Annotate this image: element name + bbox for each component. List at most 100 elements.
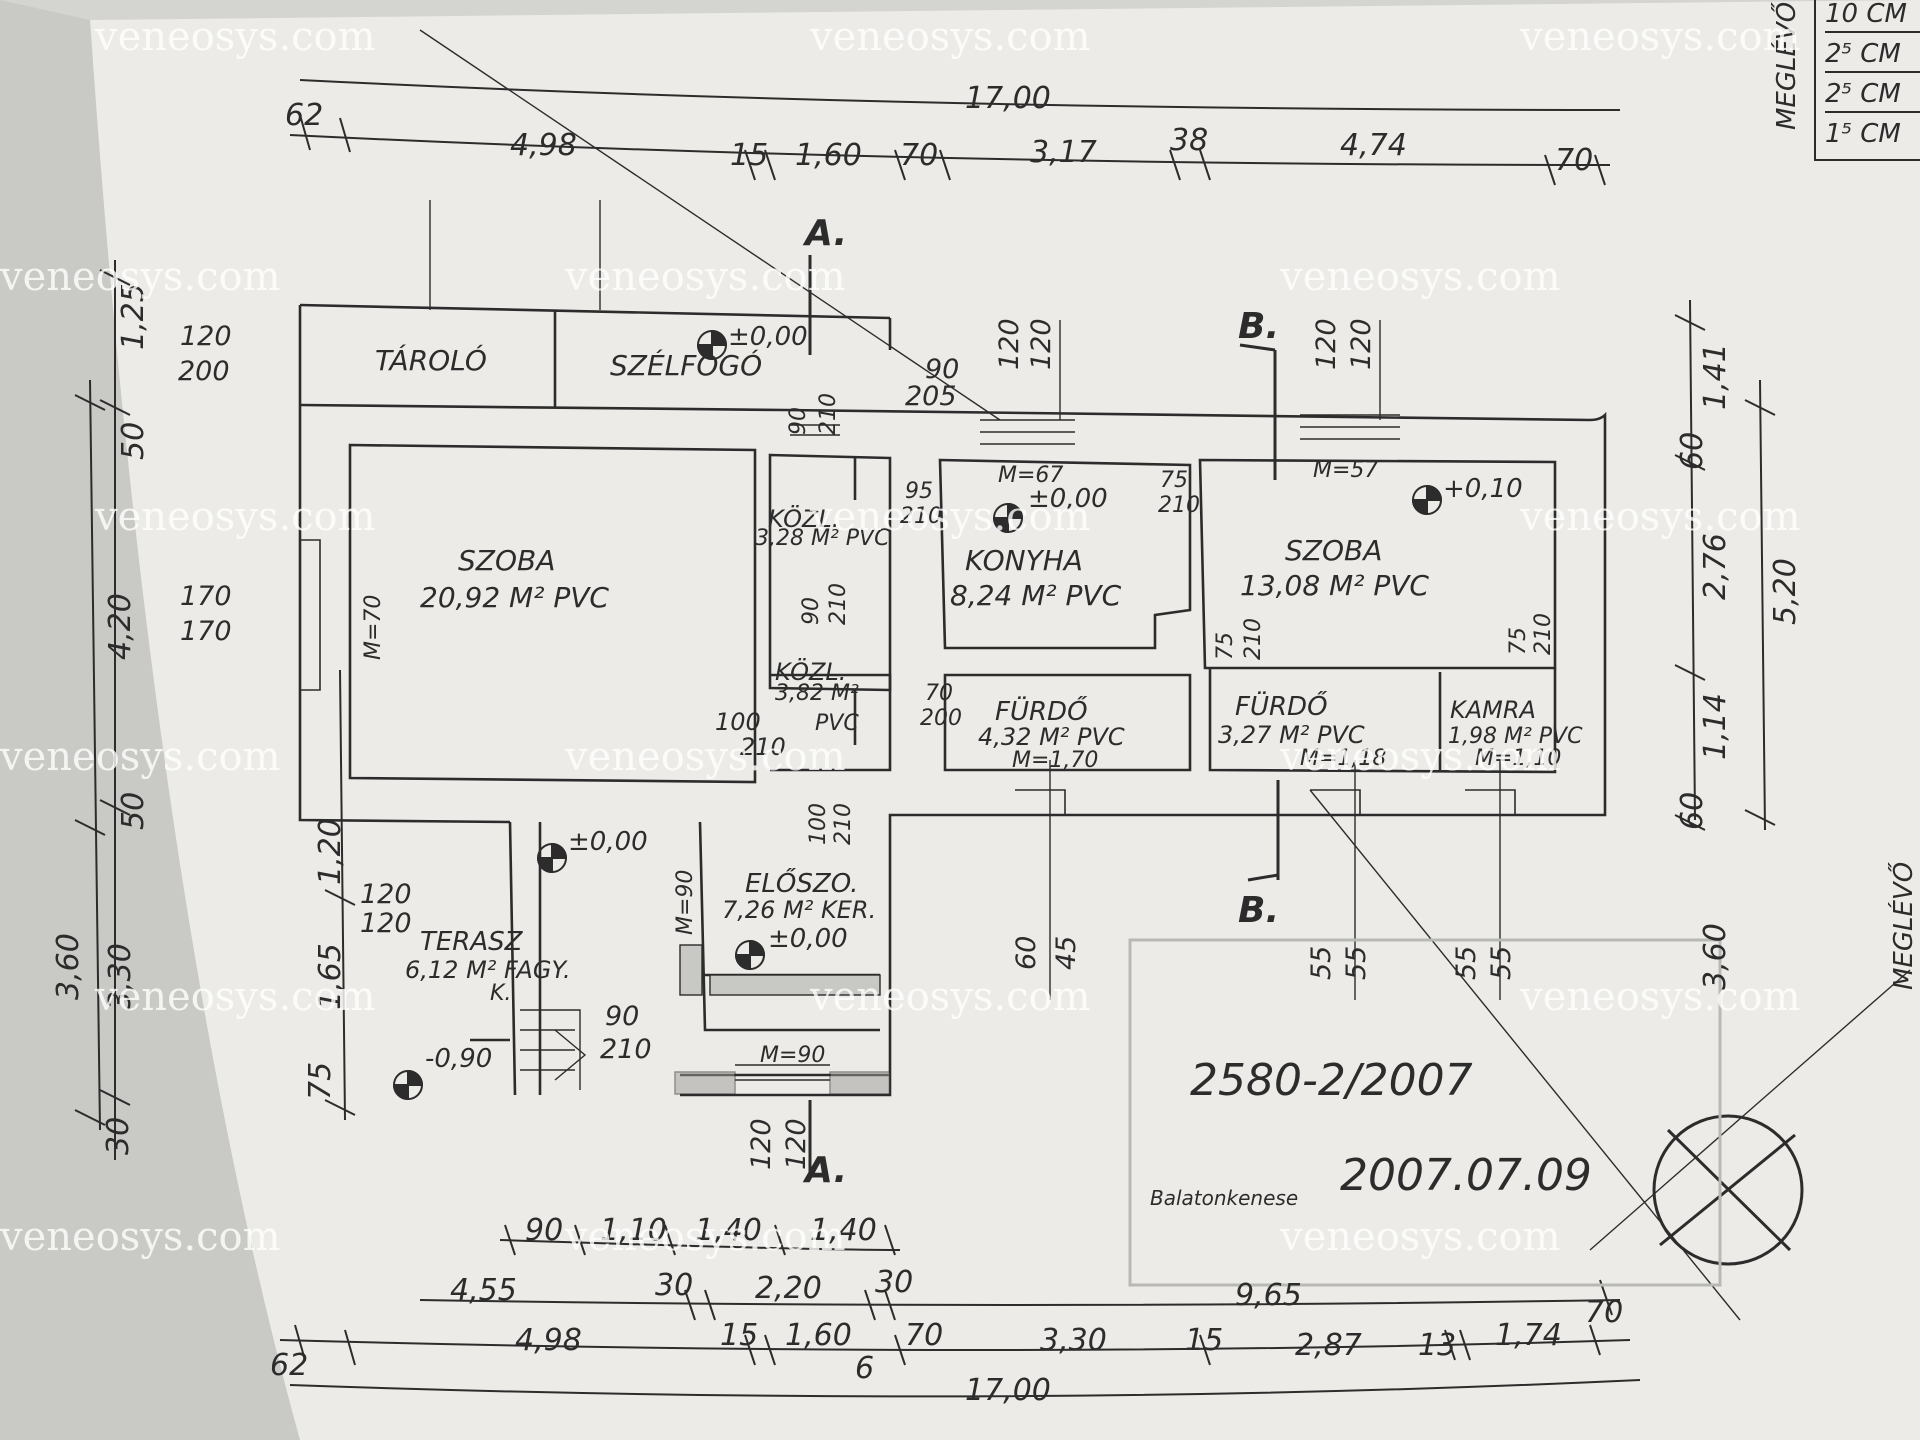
- room-kozl2-name: KÖZL.: [775, 657, 846, 686]
- dim-right-6: 60: [1675, 792, 1710, 830]
- dimension-lines: [74, 79, 1776, 1398]
- svg-text:veneosys.com: veneosys.com: [809, 494, 1091, 540]
- dim-b3-3: 15: [720, 1318, 758, 1353]
- legend-label: MEGLÉVŐ: [1770, 1, 1802, 130]
- w-bottom1-a: 120: [746, 1118, 777, 1170]
- section-a-top: A.: [802, 213, 847, 254]
- svg-text:veneosys.com: veneosys.com: [0, 734, 281, 780]
- dim-left-2: 4,20: [103, 593, 138, 660]
- d7-a: 100: [806, 803, 831, 845]
- dim-b3-4: 1,60: [785, 1318, 852, 1353]
- sill-labels: M=70 M=67 M=57 M=90 M=90: [361, 458, 1378, 1068]
- room-kozl2-floor: PVC: [815, 711, 859, 736]
- north-arrow-icon: [1652, 1114, 1804, 1266]
- dim-right-3: 60: [1675, 432, 1710, 470]
- dim-top-7: 38: [1170, 123, 1208, 158]
- room-szoba1-name: SZOBA: [458, 544, 555, 577]
- room-furdo1-area: 4,32 M² PVC: [978, 723, 1125, 751]
- dim-b1-2: 1,10: [600, 1213, 667, 1248]
- w-top4-b: 120: [1346, 318, 1377, 370]
- sill-szoba1: M=70: [361, 595, 386, 660]
- svg-text:veneosys.com: veneosys.com: [809, 974, 1091, 1020]
- d1-b: 210: [816, 393, 841, 435]
- svg-text:veneosys.com: veneosys.com: [0, 254, 281, 300]
- svg-text:veneosys.com: veneosys.com: [1519, 494, 1801, 540]
- dim-b2-5: 9,65: [1235, 1278, 1302, 1313]
- svg-text:veneosys.com: veneosys.com: [94, 974, 376, 1020]
- level-szoba2: +0,10: [1443, 474, 1523, 504]
- dim-left-6: 50: [116, 792, 151, 830]
- room-kozl1-name: KÖZL.: [768, 504, 839, 533]
- w-top1-a: 120: [180, 321, 232, 352]
- svg-text:veneosys.com: veneosys.com: [94, 494, 376, 540]
- dim-top-5: 70: [900, 138, 938, 173]
- sill-entrance: M=90: [760, 1043, 825, 1068]
- legend-text: 10 CM 2⁵ CM 2⁵ CM 1⁵ CM MEGLÉVŐ MEGLÉVŐ: [1770, 0, 1919, 990]
- dim-b3-2: 4,98: [515, 1323, 582, 1358]
- dim-top-9: 70: [1555, 143, 1593, 178]
- room-szoba2-area: 13,08 M² PVC: [1240, 569, 1429, 602]
- w-bottom3-a: 55: [1306, 946, 1337, 980]
- section-labels: A. A. B. B.: [802, 213, 1279, 1191]
- room-szoba2-name: SZOBA: [1285, 534, 1382, 567]
- d9-a: 75: [1213, 632, 1238, 660]
- stamp-town: Balatonkenese: [1150, 1186, 1298, 1210]
- dim-b2-3: 2,20: [755, 1271, 822, 1306]
- dim-b3-11: 1,74: [1495, 1318, 1562, 1353]
- svg-text:veneosys.com: veneosys.com: [0, 1214, 281, 1260]
- w-bottom2-b: 45: [1051, 936, 1082, 970]
- sill-szoba2: M=57: [1313, 458, 1378, 483]
- dim-left-5: 50: [116, 422, 151, 460]
- dim-left-7: 3,30: [103, 943, 138, 1010]
- dim-left-1: 1,25: [116, 283, 151, 350]
- room-konyha-name: KONYHA: [965, 544, 1083, 577]
- room-eloszo-area: 7,26 M² KER.: [722, 896, 876, 924]
- level-markers: [392, 329, 1443, 1101]
- dim-b1-1: 90: [525, 1213, 563, 1248]
- dim-b2-4: 30: [875, 1265, 913, 1300]
- dim-bottom-total: 17,00: [965, 1373, 1051, 1408]
- stamp-number: 2580-2/2007: [1190, 1055, 1473, 1106]
- w-top1-b: 200: [178, 356, 230, 387]
- construction-lines: [419, 29, 1911, 1321]
- d4-a: 90: [799, 597, 824, 625]
- room-szoba1-area: 20,92 M² PVC: [420, 581, 609, 614]
- level-eloszo: ±0,00: [768, 924, 848, 954]
- walls: [298, 303, 1607, 1097]
- dim-top-3: 15: [730, 138, 768, 173]
- dim-b1-3: 1,40: [695, 1213, 762, 1248]
- d9-b: 210: [1241, 618, 1266, 660]
- room-kozl1-area: 3,28 M² PVC: [755, 526, 890, 551]
- dim-top-8: 4,74: [1340, 128, 1407, 163]
- level-konyha: ±0,00: [1028, 484, 1108, 514]
- dim-b3-8: 15: [1185, 1323, 1223, 1358]
- section-b-bottom: B.: [1238, 890, 1279, 931]
- w-bottom4-b: 55: [1486, 946, 1517, 980]
- room-kamra-name: KAMRA: [1450, 696, 1536, 724]
- d8-a: 90: [605, 1001, 639, 1032]
- w-bottom2-a: 60: [1011, 936, 1042, 970]
- w-left-b: 170: [180, 616, 232, 647]
- w-top2-b: 205: [905, 381, 957, 412]
- legend-3: 2⁵ CM: [1825, 79, 1901, 109]
- d2-a: 95: [905, 479, 933, 504]
- legend-box: [1814, 0, 1920, 161]
- svg-text:veneosys.com: veneosys.com: [1519, 14, 1801, 60]
- room-tarolo: TÁROLÓ: [375, 343, 487, 377]
- approval-stamp: [1128, 938, 1722, 1287]
- room-terasz-name: TERASZ: [420, 927, 524, 957]
- w-left2-a: 120: [360, 879, 412, 910]
- dim-b3-1: 62: [270, 1348, 308, 1383]
- dim-top-2: 4,98: [510, 128, 577, 163]
- dimension-text: 17,00 62 4,98 15 1,60 70 3,17 38 4,74 70…: [270, 81, 1623, 1408]
- dim-right-1: 1,41: [1698, 343, 1733, 410]
- legend-2: 2⁵ CM: [1825, 39, 1901, 69]
- dim-right-7: 3,60: [1698, 923, 1733, 990]
- d5-b: 210: [740, 733, 786, 761]
- opening-labels: 120 200 90 205 120 120 120 120 170 170 1…: [178, 318, 1556, 1170]
- room-furdo2-m: M=1,18: [1300, 746, 1386, 771]
- d5-a: 100: [715, 708, 761, 736]
- right-label: MEGLÉVŐ: [1887, 861, 1919, 990]
- dim-left-10: 1,65: [313, 943, 348, 1010]
